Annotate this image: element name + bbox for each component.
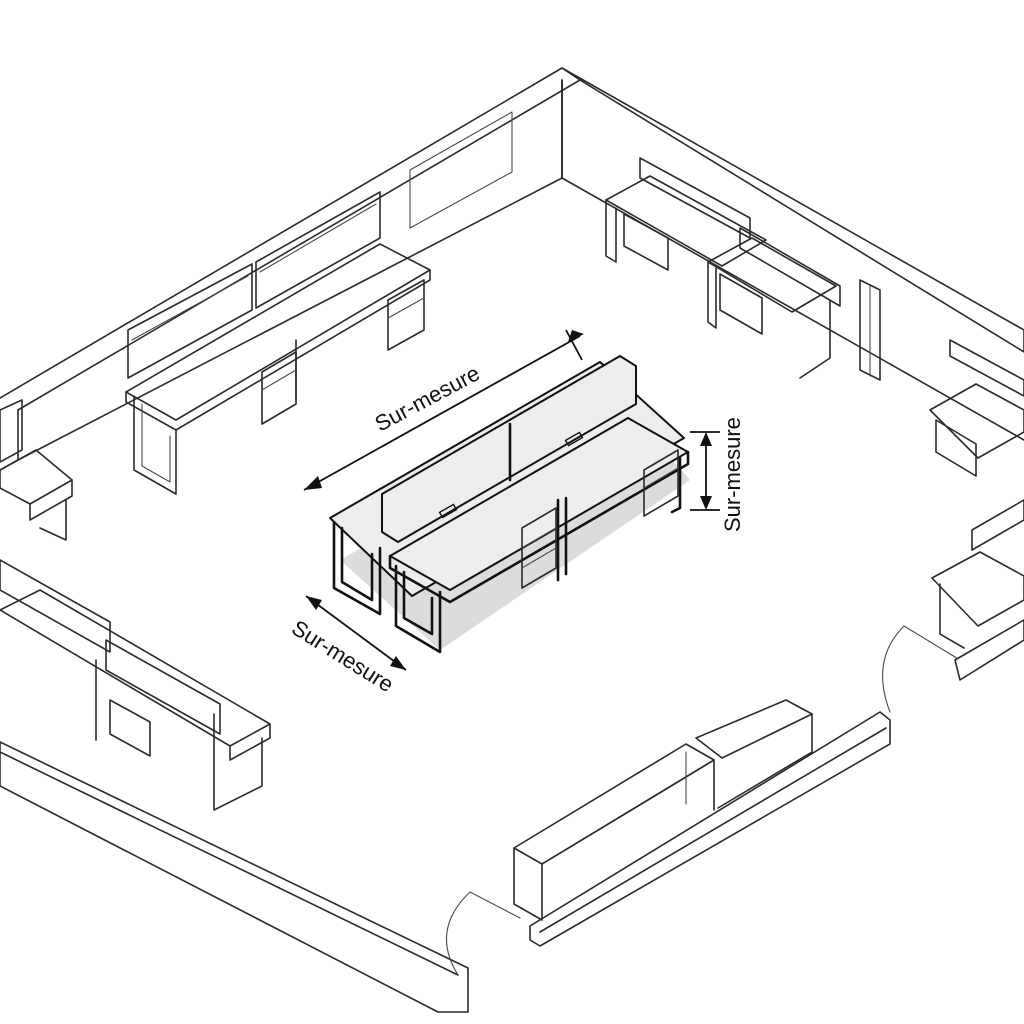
room-walls [0,67,1024,1013]
wall-whiteboard [409,111,513,229]
screen-front-left-2 [105,639,221,735]
drawer-unit-2 [387,279,425,351]
far-left-workstation [0,399,73,541]
desk-legs-back-left [133,395,177,495]
depth-label: Sur-mesure [287,615,398,697]
cable-grommet-1 [438,503,458,519]
cable-grommet-2 [564,431,584,447]
desk-top-back-right-1 [605,175,767,267]
screen-1 [127,263,253,379]
desk-right-2 [931,551,1024,627]
drawer-front-left [109,699,151,757]
door-swing-front-right [882,625,905,713]
central-bench-desk [329,355,690,654]
front-right-wall-line [539,727,887,933]
height-label: Sur-mesure [720,417,745,532]
door-leaf-front-left [469,891,521,919]
right-workstations [929,339,1024,649]
front-storage-console [513,699,813,921]
screen-front-left-1 [0,559,111,653]
length-dimension-line [303,335,581,491]
front-left-workstations [0,559,271,811]
front-left-wall-line [0,751,459,976]
back-left-workstations [125,191,431,495]
screen-back-right-1 [639,157,751,239]
desk-top-back-right-2 [707,237,837,313]
leg-front-right [670,456,682,514]
desk-right-1 [929,383,1024,459]
drawer-back-right-1 [623,213,669,271]
back-left-wall-top [0,67,581,411]
back-right-wall-top [561,67,1024,353]
drawer-back-right-2 [719,273,763,335]
door-frame-back-right [859,279,881,381]
leg-front-left [394,564,442,654]
dimension-annotations [303,329,720,671]
screen-2 [255,191,381,309]
back-left-wall-face [17,79,563,461]
console-top-2 [695,699,813,759]
right-wall-segment [954,619,1024,681]
front-left-wall [0,741,469,1013]
door-swing-front-left [446,891,471,976]
depth-dimension-line [305,595,407,671]
leg-rear-left [332,520,382,616]
front-right-wall [529,711,891,947]
pedestal-2 [643,449,679,517]
back-right-workstations [605,157,841,379]
drawer-unit-1 [261,351,297,425]
door-leaf-front-right [903,625,961,661]
drawer-right-1 [935,419,977,477]
screen-back-right-2 [739,227,841,307]
